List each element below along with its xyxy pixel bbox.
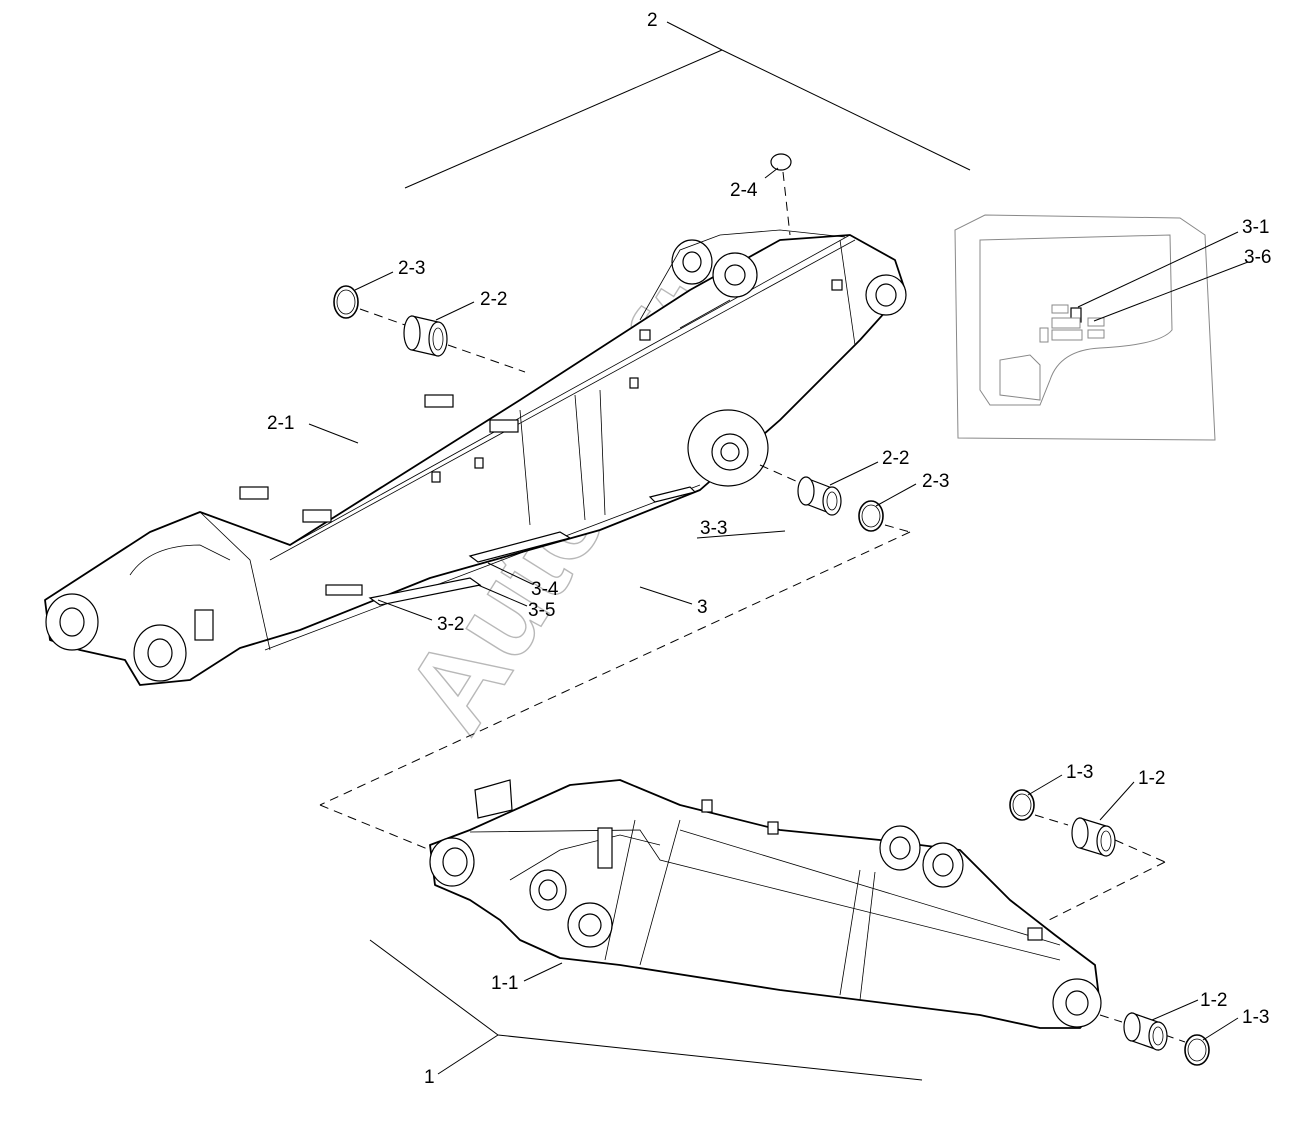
ring-2-3-left bbox=[333, 285, 359, 319]
assembly-1-bracket bbox=[369, 939, 923, 1081]
label-3-5: 3-5 bbox=[528, 600, 555, 621]
label-3-6: 3-6 bbox=[1244, 247, 1271, 268]
assembly-dash-link bbox=[319, 524, 1186, 1043]
label-2-2-right: 2-2 bbox=[882, 448, 909, 469]
label-1: 1 bbox=[424, 1067, 435, 1088]
label-2: 2 bbox=[647, 10, 658, 31]
boom-1-1 bbox=[429, 779, 1102, 1029]
bush-1-2-bottom bbox=[1123, 1012, 1168, 1051]
label-2-2-left: 2-2 bbox=[480, 289, 507, 310]
label-2-3-right: 2-3 bbox=[922, 471, 949, 492]
assembly-2-bracket bbox=[404, 21, 971, 189]
label-1-2-bottom: 1-2 bbox=[1200, 990, 1227, 1011]
bush-2-2-right bbox=[797, 476, 842, 516]
stopper-2-4 bbox=[770, 153, 792, 236]
ring-1-3-top bbox=[1009, 789, 1035, 821]
label-1-3-top: 1-3 bbox=[1066, 762, 1093, 783]
label-2-1: 2-1 bbox=[267, 413, 294, 434]
label-3: 3 bbox=[697, 597, 708, 618]
label-1-2-top: 1-2 bbox=[1138, 768, 1165, 789]
label-2-4: 2-4 bbox=[730, 180, 758, 201]
label-3-2: 3-2 bbox=[437, 614, 464, 635]
ring-2-3-right bbox=[858, 500, 884, 532]
leader-lines bbox=[308, 167, 1249, 1041]
label-3-3: 3-3 bbox=[700, 518, 727, 539]
cab-decal-view bbox=[954, 214, 1216, 441]
label-1-1: 1-1 bbox=[491, 973, 518, 994]
ring-1-3-bottom bbox=[1184, 1034, 1210, 1066]
arm-2-1 bbox=[44, 229, 907, 686]
bush-1-2-top bbox=[1071, 817, 1116, 857]
label-1-3-bottom: 1-3 bbox=[1242, 1007, 1269, 1028]
label-2-3-left: 2-3 bbox=[398, 258, 425, 279]
callout-labels: 2 2-4 2-3 2-2 2-1 2-2 2-3 3-3 3-4 3-5 3 … bbox=[267, 10, 1271, 1088]
bush-2-2-left bbox=[403, 315, 448, 357]
label-3-1: 3-1 bbox=[1242, 217, 1269, 238]
label-3-4: 3-4 bbox=[531, 579, 559, 600]
